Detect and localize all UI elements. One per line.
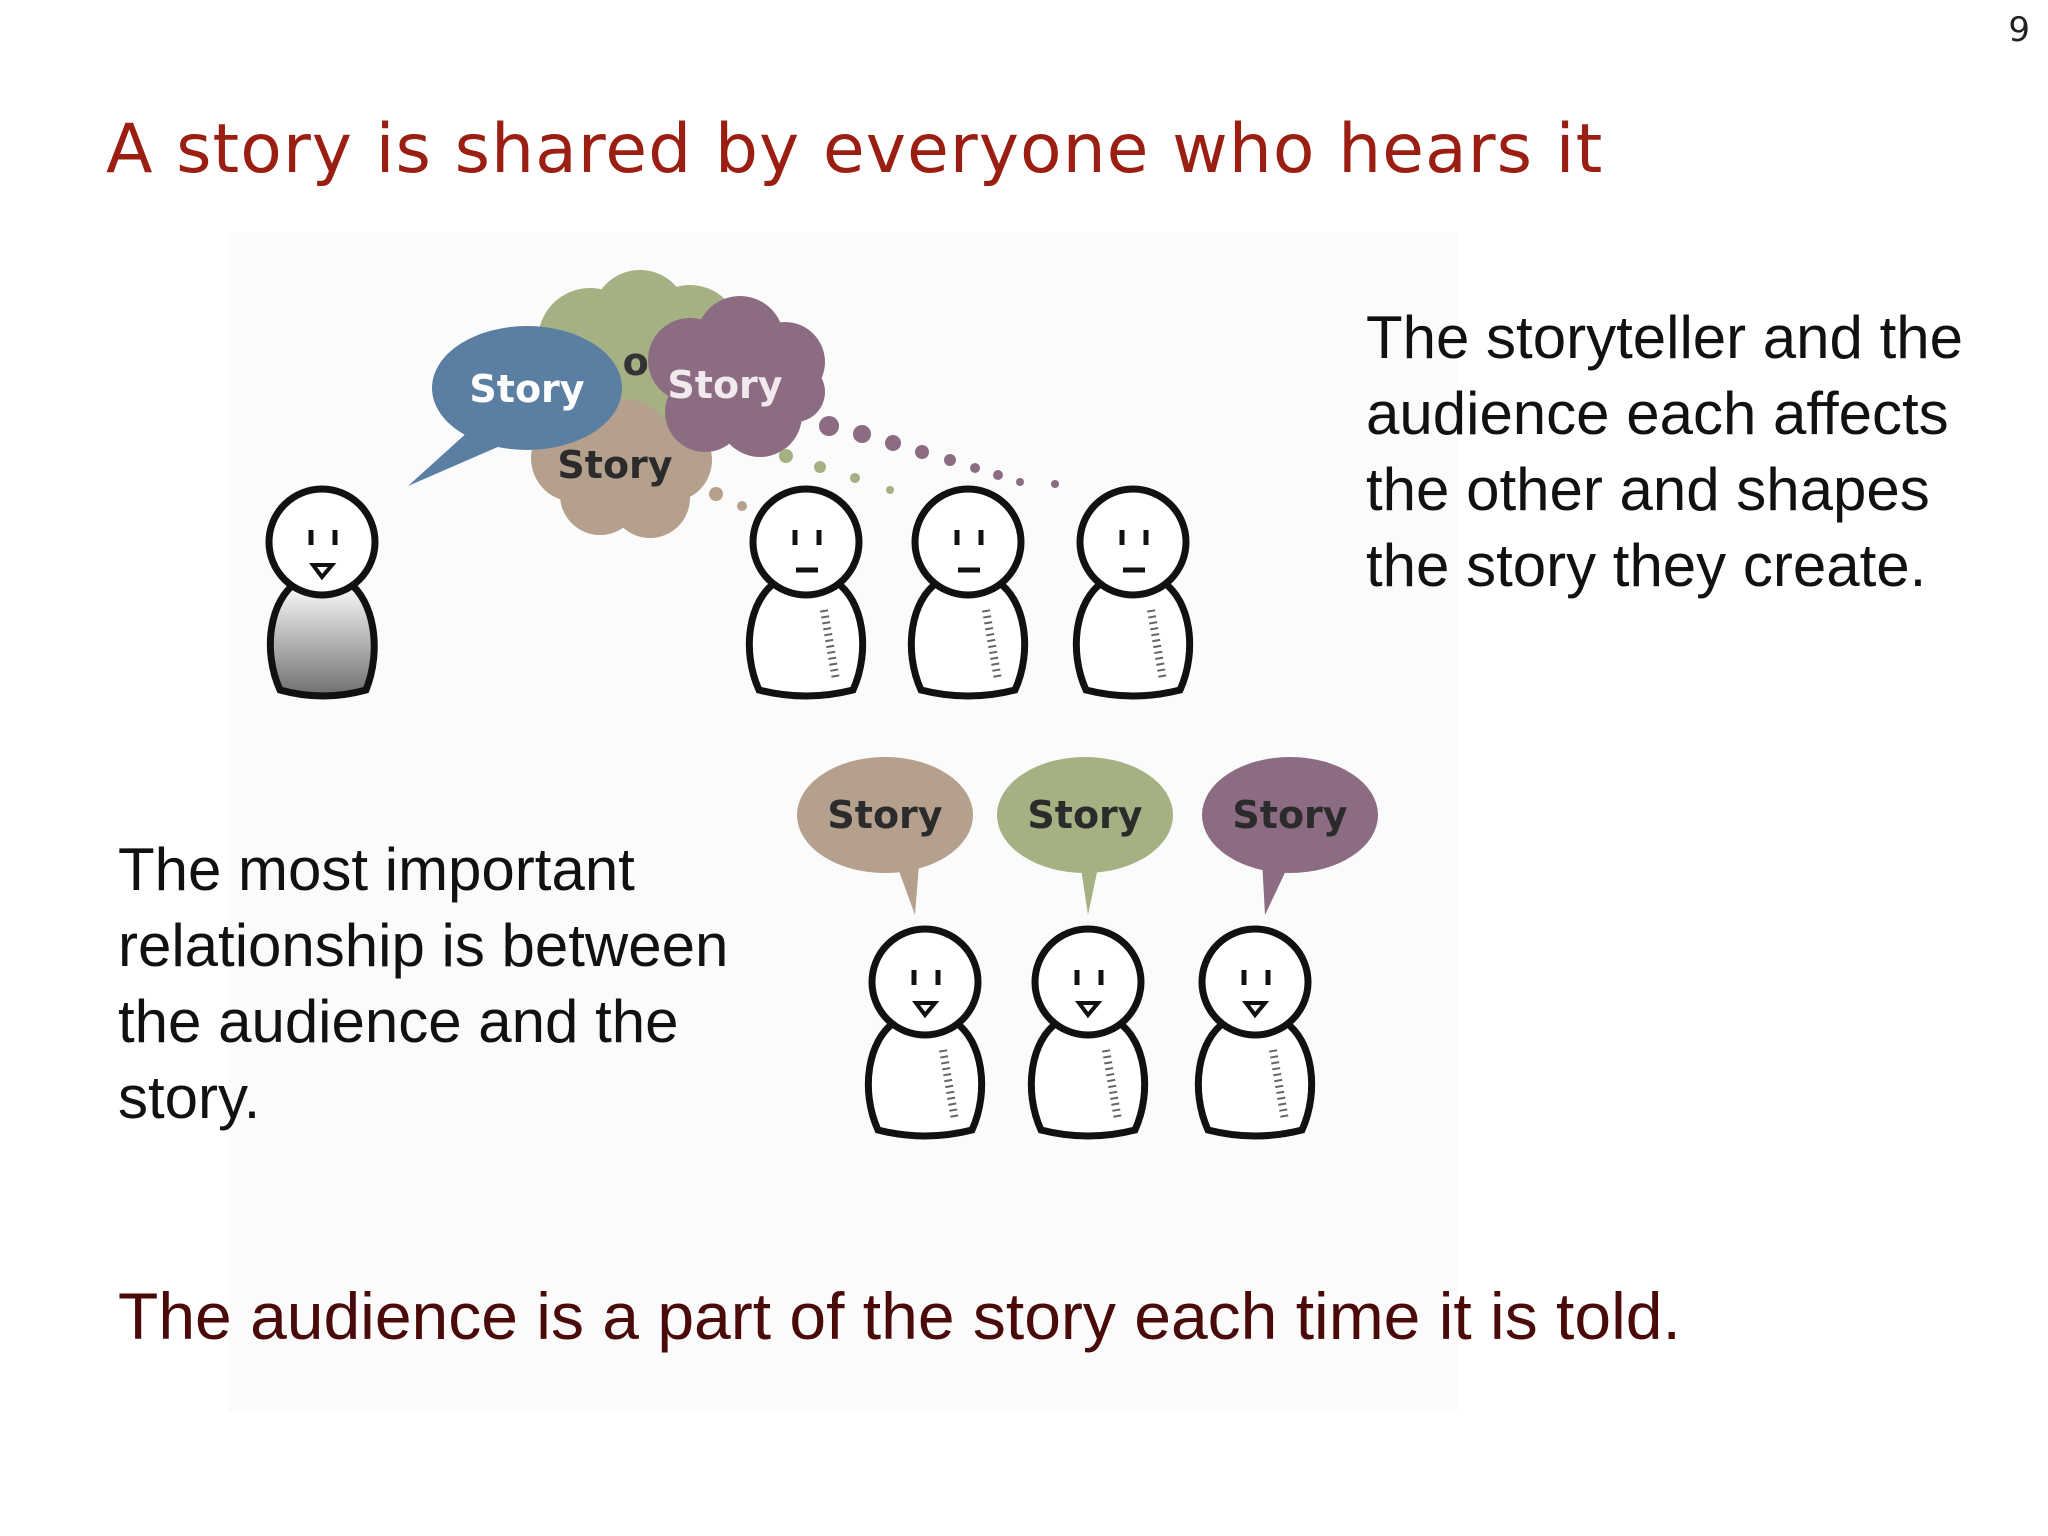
listener-figure (1072, 485, 1194, 700)
speech-bubble-purple: Story (1202, 757, 1378, 915)
page-number: 9 (2008, 10, 2030, 50)
listener-figure (745, 485, 867, 700)
slide-title: A story is shared by everyone who hears … (106, 110, 1604, 189)
conclusion-text: The audience is a part of the story each… (118, 1279, 1681, 1353)
storyteller-figure (265, 485, 379, 700)
cloud-bubble-purple: Story (648, 296, 825, 457)
storyteller-audience-paragraph: The storyteller and the audience each af… (1366, 304, 1963, 599)
listener-figure (907, 485, 1029, 700)
bubble-label: Story (469, 367, 584, 411)
bubble-label: Story (1027, 793, 1142, 837)
bubble-label: Story (1232, 793, 1347, 837)
speech-bubble-blue: Story (408, 326, 622, 486)
relationship-paragraph: The most important relationship is betwe… (118, 836, 729, 1131)
speech-bubble-green: Story (997, 757, 1173, 915)
bubble-label: Story (557, 443, 672, 487)
bubble-label: Story (667, 363, 782, 407)
audience-member-figure (1027, 925, 1149, 1140)
bubble-label: Story (827, 793, 942, 837)
thought-dots (709, 416, 1059, 511)
audience-member-figure (864, 925, 986, 1140)
audience-member-figure (1194, 925, 1316, 1140)
speech-bubble-tan: Story (797, 757, 973, 915)
